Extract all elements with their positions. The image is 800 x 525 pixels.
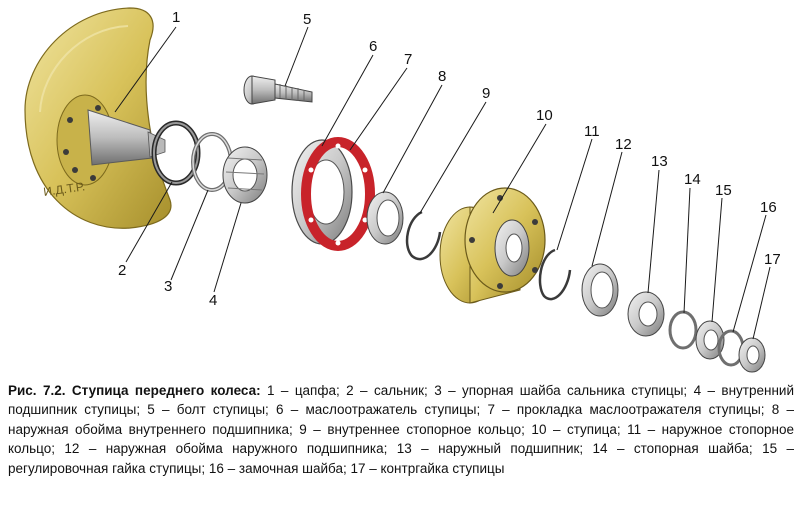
callout-7: 7 [404,51,412,68]
part-9-snap-ring [405,210,442,261]
callout-1: 1 [172,9,180,26]
callout-2: 2 [118,262,126,279]
callout-labels: 1 2 3 4 5 6 7 8 9 10 11 12 13 14 15 16 1… [118,9,781,309]
part-15-adjusting-nut [695,320,725,360]
part-13-outer-bearing [627,291,665,337]
part-7-gasket [301,137,375,251]
part-4-inner-bearing [222,146,268,204]
part-10-hub [439,187,546,304]
part-5-hub-bolt [243,75,313,105]
callout-14: 14 [684,171,701,188]
callout-16: 16 [760,199,777,216]
callout-15: 15 [715,182,732,199]
part-12-outer-race [581,263,619,317]
callout-9: 9 [482,85,490,102]
callout-12: 12 [615,136,632,153]
callout-4: 4 [209,292,217,309]
callout-6: 6 [369,38,377,55]
part-8-outer-race [366,191,404,245]
callout-3: 3 [164,278,172,295]
part-11-snap-ring [538,248,572,301]
callout-10: 10 [536,107,553,124]
part-17-lock-nut [738,337,766,373]
part-1-spindle: И.Д.Т.Р. [24,7,172,229]
part-2-seal [151,120,201,186]
callout-11: 11 [584,123,600,140]
callout-17: 17 [764,251,781,268]
caption-title: Рис. 7.2. Ступица переднего колеса: [8,383,261,398]
caption-body: 1 – цапфа; 2 – сальник; 3 – упорная шайб… [8,383,794,476]
callout-5: 5 [303,11,311,28]
leader-lines [114,26,771,340]
callout-8: 8 [438,68,446,85]
callout-13: 13 [651,153,668,170]
figure-caption: Рис. 7.2. Ступица переднего колеса: 1 – … [8,381,794,478]
stamp-text: И.Д.Т.Р. [42,179,85,199]
exploded-diagram: И.Д.Т.Р. [24,7,781,373]
part-14-lock-washer [668,310,698,350]
